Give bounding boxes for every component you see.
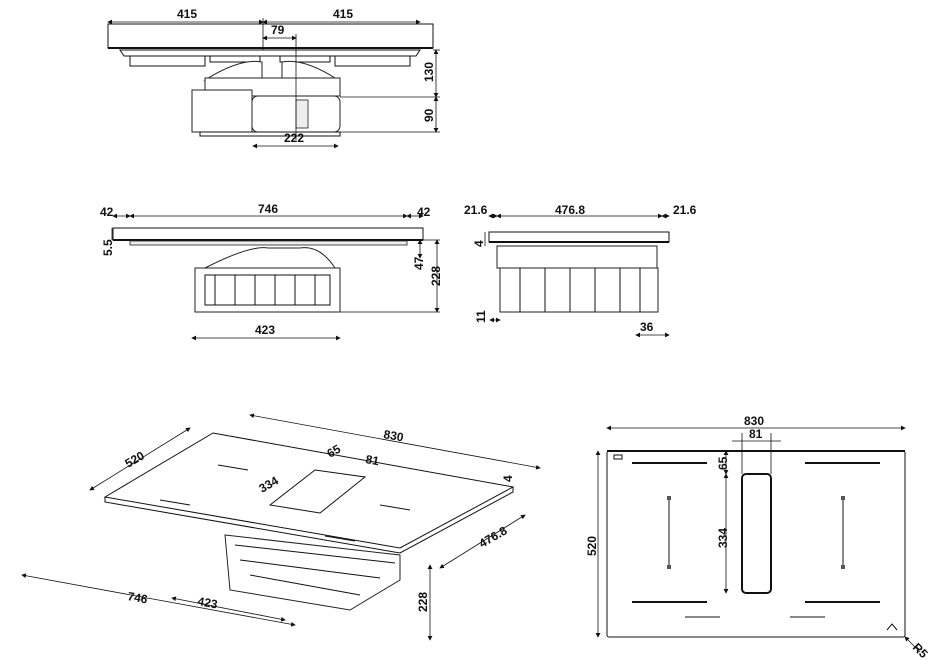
- iso-dim-830: 830: [382, 427, 404, 444]
- iso-dim-65: 65: [325, 442, 344, 461]
- side-view-long: 42 746 42 5.5 47 228 423: [100, 202, 443, 341]
- isometric-view: 520 830 65 81 334 4 476.8 746 423 228: [21, 413, 541, 641]
- dim-130: 130: [422, 62, 436, 82]
- dim-90: 90: [422, 108, 436, 122]
- top-view: 830 81 65 334 520 R5: [585, 414, 931, 661]
- top-dim-830: 830: [744, 414, 764, 428]
- dim-476-8: 476.8: [555, 203, 585, 217]
- top-dim-334: 334: [716, 528, 730, 548]
- dim-36: 36: [640, 320, 654, 334]
- dim-21-6-right: 21.6: [673, 203, 697, 217]
- iso-dim-334: 334: [257, 473, 282, 495]
- dim-4: 4: [472, 240, 486, 247]
- dim-11: 11: [474, 310, 488, 323]
- top-dim-520: 520: [585, 536, 599, 556]
- dim-79: 79: [271, 23, 285, 37]
- front-view: 415 415 79 130 90 222: [107, 7, 440, 149]
- dim-42-left: 42: [100, 205, 114, 219]
- vent-outline: [741, 473, 772, 594]
- top-dim-81: 81: [749, 427, 763, 441]
- dim-415-right: 415: [333, 7, 353, 21]
- iso-dim-746: 746: [126, 589, 148, 606]
- dim-47: 47: [412, 256, 426, 270]
- dim-42-right: 42: [417, 205, 431, 219]
- iso-dim-81: 81: [364, 452, 380, 468]
- iso-dim-4: 4: [501, 475, 515, 482]
- dim-415-left: 415: [177, 7, 197, 21]
- dim-21-6-left: 21.6: [464, 203, 488, 217]
- dim-228: 228: [429, 266, 443, 286]
- iso-dim-228: 228: [416, 592, 430, 612]
- side-view-short: 21.6 476.8 21.6 4 11 36: [464, 203, 697, 338]
- top-dim-r5: R5: [910, 640, 931, 661]
- top-dim-65: 65: [716, 456, 730, 470]
- iso-dim-423: 423: [196, 594, 218, 611]
- dim-5-5: 5.5: [101, 239, 115, 256]
- dim-222: 222: [284, 131, 304, 145]
- dim-423: 423: [255, 323, 275, 337]
- dim-746: 746: [258, 202, 278, 216]
- vent-slot: [268, 469, 367, 514]
